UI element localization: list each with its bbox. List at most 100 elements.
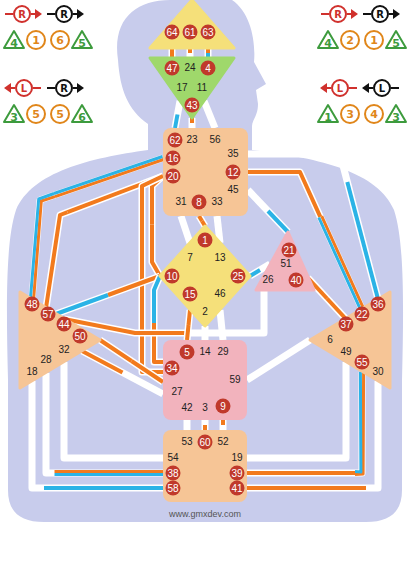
gate-number: 13 — [214, 252, 225, 264]
triangle-number: 5 — [392, 37, 400, 50]
channel-base — [247, 381, 378, 488]
channel-base — [202, 326, 209, 340]
arrow-head — [35, 9, 42, 19]
arrow-symbol — [321, 6, 358, 22]
active-gate-number: 47 — [165, 61, 180, 76]
active-gate-number: 38 — [166, 466, 181, 481]
gate-number: 7 — [187, 252, 193, 264]
active-gate-number: 37 — [339, 317, 354, 332]
ajna-center: 47244171143 — [150, 58, 234, 118]
spleen-center: 48574450322818 — [20, 292, 100, 388]
channel-base — [199, 216, 205, 226]
gate-number: 46 — [214, 288, 225, 300]
arrow-ring — [16, 80, 32, 96]
channel-line — [247, 372, 364, 475]
arrow-letter: L — [379, 82, 385, 95]
active-gate-number: 60 — [198, 435, 213, 450]
channel-line — [152, 176, 163, 276]
gate-number: 49 — [340, 346, 351, 358]
active-gate-number: 21 — [282, 243, 297, 258]
design-activation — [55, 470, 164, 473]
channel-line — [56, 276, 160, 314]
channel-line — [154, 276, 163, 362]
channel-base — [56, 276, 160, 314]
channel-line — [181, 216, 190, 243]
personality-activation — [355, 372, 361, 472]
circle-symbol — [27, 31, 45, 49]
center-fill — [163, 340, 247, 420]
channel-base — [184, 420, 191, 430]
triangle-number: 6 — [78, 111, 86, 124]
arrow-ring — [332, 80, 348, 96]
gate-number: 53 — [181, 436, 192, 448]
gate-number: 32 — [58, 344, 69, 356]
circle-number: 5 — [32, 108, 40, 121]
personality-activation — [347, 182, 378, 299]
active-gate-number: 50 — [73, 329, 88, 344]
design-activation — [221, 420, 225, 425]
circle-symbol — [341, 31, 359, 49]
active-gate-number: 41 — [230, 481, 245, 496]
center-fill — [150, 0, 234, 48]
center-fill — [150, 58, 234, 118]
gate-number: 45 — [227, 184, 238, 196]
circle-number: 2 — [346, 34, 354, 47]
channel-base — [64, 362, 163, 458]
gate-number: 19 — [231, 452, 242, 464]
center-fill — [163, 430, 247, 502]
channel-line — [308, 278, 346, 319]
circle-symbol — [51, 105, 69, 123]
active-gate-number: 9 — [216, 399, 231, 414]
arrow-symbol — [47, 80, 84, 96]
channel-base — [248, 190, 288, 232]
design-activation — [187, 325, 189, 340]
arrow-letter: L — [337, 82, 343, 95]
channel-base — [82, 351, 163, 394]
circle-symbol — [341, 105, 359, 123]
channel-base — [187, 310, 190, 340]
watermark: www.gmxdev.com — [169, 508, 241, 521]
arrow-ring — [374, 80, 390, 96]
gate-number: 6 — [327, 334, 333, 346]
circle-symbol — [27, 105, 45, 123]
circle-number: 1 — [32, 34, 40, 47]
arrow-letter: R — [376, 8, 384, 21]
arrow-letter: R — [334, 8, 342, 21]
circle-number: 6 — [56, 34, 64, 47]
active-gate-number: 48 — [25, 297, 40, 312]
arrow-ring — [56, 80, 72, 96]
arrow-symbol — [362, 80, 399, 96]
triangle-number: 3 — [10, 111, 18, 124]
circle-number: 1 — [370, 34, 378, 47]
channel-line — [175, 101, 180, 128]
arrow-head — [4, 83, 11, 93]
channel-line — [247, 362, 346, 458]
arrow-head — [393, 9, 400, 19]
center-fill — [163, 128, 248, 216]
personality-activation — [56, 295, 108, 314]
channel-line — [187, 310, 190, 340]
channel-base — [154, 276, 163, 362]
personality-activation — [54, 157, 163, 194]
gate-number: 26 — [262, 274, 273, 286]
arrow-ring — [14, 6, 30, 22]
active-gate-number: 57 — [41, 307, 56, 322]
gate-number: 52 — [217, 436, 228, 448]
active-gate-number: 58 — [166, 481, 181, 496]
arrow-symbol — [5, 6, 42, 22]
personality-activation — [175, 115, 178, 129]
channel-base — [204, 101, 215, 128]
channel-base — [247, 372, 362, 473]
gate-number: 28 — [40, 354, 51, 366]
root-center: 536052541938395841 — [163, 430, 247, 502]
design-activation — [152, 225, 160, 276]
channel-line — [32, 381, 163, 488]
design-activation — [154, 323, 163, 362]
arrow-head — [77, 9, 84, 19]
active-gate-number: 40 — [289, 273, 304, 288]
channel-line — [205, 326, 206, 340]
circle-symbol — [365, 105, 383, 123]
circle-symbol — [365, 31, 383, 49]
channel-base — [175, 101, 180, 128]
design-activation — [46, 212, 68, 308]
